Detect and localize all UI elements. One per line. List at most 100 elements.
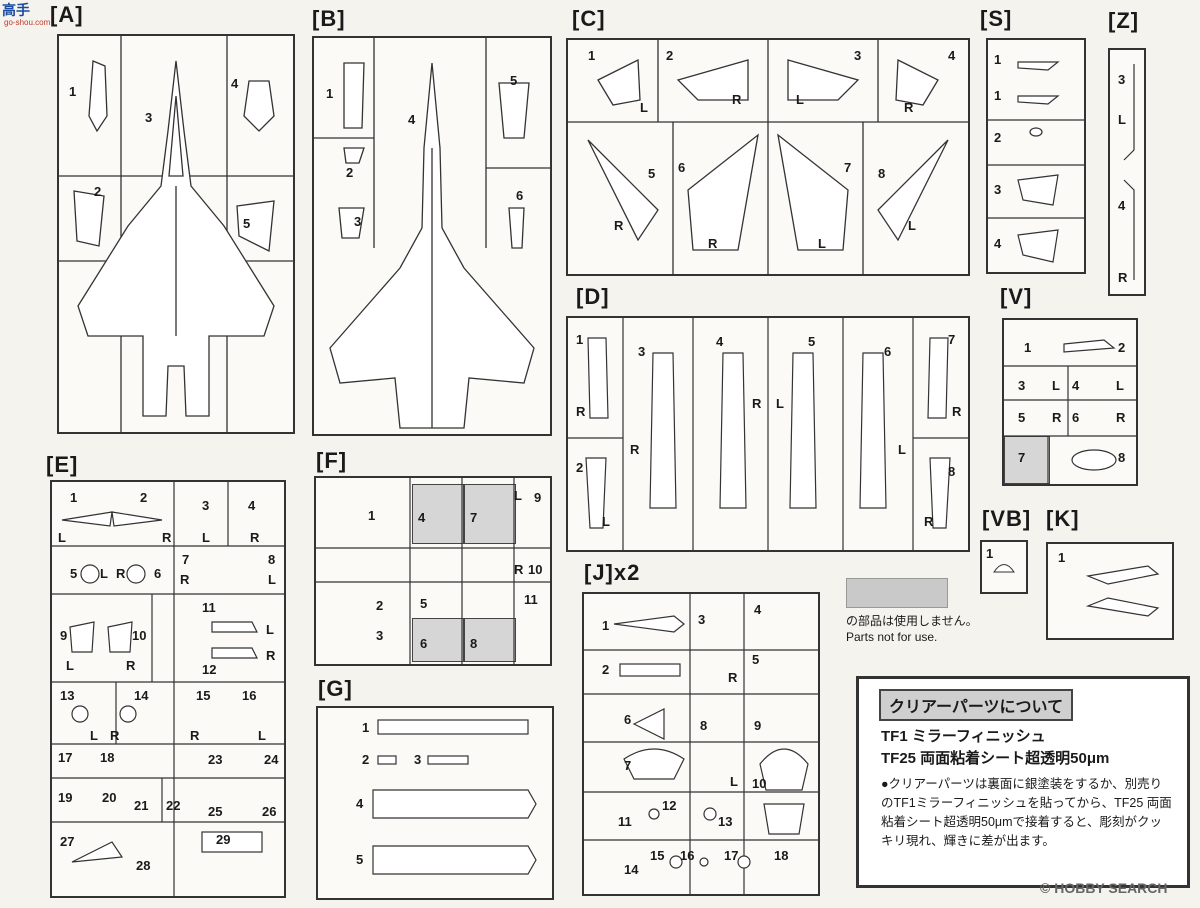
part-num: 1 xyxy=(994,88,1002,103)
side-label: L xyxy=(90,728,98,743)
part-num: 8 xyxy=(700,718,708,733)
sprue-v-drawing xyxy=(1004,339,1136,484)
side-label: R xyxy=(1116,410,1126,425)
site-logo-subtitle: go-shou.com xyxy=(4,18,51,27)
side-label: R xyxy=(1118,270,1128,285)
sprue-b: 1 2 3 4 5 6 xyxy=(312,36,552,436)
sprue-d: 1 2 3 4 5 6 7 8 R L R R L L R R xyxy=(566,316,970,552)
sprue-c-drawing xyxy=(568,40,968,274)
sprue-a: 1 2 3 4 5 xyxy=(57,34,295,434)
sprue-label-f: [F] xyxy=(316,448,348,473)
part-num: 9 xyxy=(60,628,68,643)
sprue-label-z: [Z] xyxy=(1108,8,1140,33)
sprue-b-drawing xyxy=(314,38,550,429)
sprue-g-drawing xyxy=(372,719,537,875)
sprue-c: 1 2 3 4 5 6 7 8 L R L R R R L L xyxy=(566,38,970,276)
part-num: 1 xyxy=(986,546,994,561)
side-label: R xyxy=(1052,410,1062,425)
part-num: 4 xyxy=(408,112,416,127)
side-label: L xyxy=(796,92,804,107)
part-num: 23 xyxy=(208,752,223,767)
side-label: R xyxy=(614,218,624,233)
part-num: 1 xyxy=(1024,340,1032,355)
part-num: 1 xyxy=(368,508,376,523)
part-num: 12 xyxy=(202,662,217,677)
part-num: 20 xyxy=(102,790,117,805)
part-num: 2 xyxy=(666,48,674,63)
part-num: 21 xyxy=(134,798,149,813)
part-num: 2 xyxy=(346,165,354,180)
side-label: L xyxy=(514,488,522,503)
part-num: 19 xyxy=(58,790,73,805)
part-num: 28 xyxy=(136,858,151,873)
part-num: 6 xyxy=(154,566,162,581)
sprue-d-drawing xyxy=(568,318,968,550)
part-num: 27 xyxy=(60,834,75,849)
part-num: 4 xyxy=(754,602,762,617)
side-label: R xyxy=(116,566,126,581)
side-label: L xyxy=(898,442,906,457)
side-label: L xyxy=(266,622,274,637)
side-label: R xyxy=(266,648,276,663)
part-num: 4 xyxy=(1118,198,1126,213)
part-num: 11 xyxy=(202,600,216,615)
part-num: 29 xyxy=(216,832,231,847)
part-num: 8 xyxy=(948,464,956,479)
side-label: L xyxy=(1052,378,1060,393)
part-num: 14 xyxy=(134,688,149,703)
side-label: L xyxy=(258,728,266,743)
sprue-v: 1 2 3 4 5 6 7 8 L L R R xyxy=(1002,318,1138,486)
part-num: 2 xyxy=(602,662,610,677)
part-num: 2 xyxy=(994,130,1002,145)
part-num: 6 xyxy=(884,344,892,359)
part-num: 3 xyxy=(994,182,1002,197)
side-label: L xyxy=(268,572,276,587)
sprue-z: 3 L 4 R xyxy=(1108,48,1146,296)
part-num: 4 xyxy=(994,236,1002,251)
part-num: 2 xyxy=(94,184,102,199)
part-num: 7 xyxy=(624,758,632,773)
part-num: 4 xyxy=(1072,378,1080,393)
sprue-s: 1 1 2 3 4 xyxy=(986,38,1086,274)
part-num: 6 xyxy=(420,636,428,651)
part-num: 3 xyxy=(1118,72,1126,87)
unused-part-cell xyxy=(412,618,464,662)
part-num: 3 xyxy=(698,612,706,627)
sprue-f: 1 2 3 4 5 6 7 8 9 10 11 L R xyxy=(314,476,552,666)
part-num: 16 xyxy=(242,688,257,703)
part-num: 10 xyxy=(528,562,543,577)
sprue-label-a: [A] xyxy=(50,2,84,27)
clear-parts-heading: クリアーパーツについて xyxy=(879,689,1074,721)
unused-part-cell xyxy=(412,484,464,544)
unused-part-cell xyxy=(1004,436,1050,484)
part-num: 25 xyxy=(208,804,223,819)
unused-part-cell xyxy=(464,484,516,544)
part-num: 4 xyxy=(231,76,239,91)
side-label: R xyxy=(752,396,762,411)
side-label: R xyxy=(126,658,136,673)
part-num: 1 xyxy=(602,618,610,633)
part-num: 13 xyxy=(718,814,733,829)
sprue-label-g: [G] xyxy=(318,676,353,701)
clear-parts-line1: TF1 ミラーフィニッシュ xyxy=(881,728,1046,745)
part-num: 3 xyxy=(376,628,384,643)
side-label: R xyxy=(162,530,172,545)
part-num: 26 xyxy=(262,804,277,819)
side-label: R xyxy=(904,100,914,115)
part-num: 22 xyxy=(166,798,181,813)
part-num: 11 xyxy=(524,592,538,607)
sprue-a-drawing xyxy=(59,36,293,432)
unused-parts-note-en: Parts not for use. xyxy=(846,630,938,644)
sprue-e: 1 2 3 4 5 6 7 8 9 10 11 12 13 14 15 16 1… xyxy=(50,480,286,898)
part-num: 12 xyxy=(662,798,677,813)
part-num: 5 xyxy=(510,73,518,88)
side-label: R xyxy=(190,728,200,743)
part-num: 3 xyxy=(354,214,362,229)
part-num: 7 xyxy=(1018,450,1026,465)
side-label: L xyxy=(100,566,108,581)
part-num: 1 xyxy=(70,490,78,505)
part-num: 1 xyxy=(326,86,334,101)
part-num: 15 xyxy=(650,848,665,863)
sprue-label-j: [J]x2 xyxy=(584,560,641,585)
unused-parts-swatch xyxy=(846,578,948,608)
